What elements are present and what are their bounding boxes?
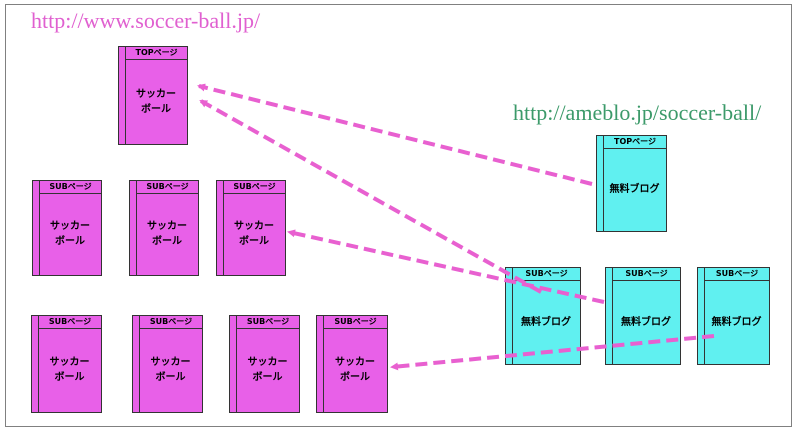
page-header: SUBページ: [136, 181, 198, 194]
page-body: サッカー ボール: [150, 357, 191, 383]
site-url-label: http://www.soccer-ball.jp/: [31, 8, 261, 33]
blog-sub-page: SUBページ 無料ブログ: [605, 267, 681, 365]
page-body: サッカー ボール: [49, 357, 90, 383]
site-sub-page: SUBページ サッカー ボール: [31, 315, 102, 413]
page-body: 無料ブログ: [609, 184, 660, 195]
page-header: SUBページ: [612, 268, 680, 281]
blog-top-page: TOPページ 無料ブログ: [596, 135, 667, 232]
blog-url-label: http://ameblo.jp/soccer-ball/: [513, 100, 762, 125]
page-header: TOPページ: [603, 136, 666, 149]
site-top-page: TOPページ サッカー ボール: [118, 46, 188, 145]
diagram-frame: [5, 4, 792, 427]
arrow-blog-top-to-site-top: [197, 83, 593, 186]
page-header: SUBページ: [704, 268, 769, 281]
site-sub-page: SUBページ サッカー ボール: [216, 180, 286, 276]
page-body: サッカー ボール: [335, 357, 375, 383]
site-sub-page: SUBページ サッカー ボール: [132, 315, 203, 413]
page-header: TOPページ: [125, 47, 187, 60]
page-body: 無料ブログ: [711, 316, 762, 328]
page-body: サッカー ボール: [50, 221, 90, 247]
page-header: SUBページ: [38, 316, 101, 329]
page-header: SUBページ: [236, 316, 299, 329]
arrow-blog-sub-to-site-top: [199, 99, 542, 294]
page-body: 無料ブログ: [521, 316, 571, 328]
page-body: サッカー ボール: [234, 221, 274, 247]
site-sub-page: SUBページ サッカー ボール: [229, 315, 300, 413]
blog-sub-page: SUBページ 無料ブログ: [697, 267, 770, 365]
page-header: SUBページ: [139, 316, 202, 329]
page-body: サッカー ボール: [136, 88, 176, 115]
page-header: SUBページ: [512, 268, 580, 281]
page-header: SUBページ: [223, 181, 285, 194]
page-header: SUBページ: [323, 316, 387, 329]
site-sub-page: SUBページ サッカー ボール: [129, 180, 199, 276]
arrow-blog-sub-to-site-sub: [287, 229, 605, 304]
site-sub-page: SUBページ サッカー ボール: [316, 315, 388, 413]
page-body: 無料ブログ: [621, 316, 671, 328]
arrow-blog-sub-to-site-sub-bottom: [390, 334, 715, 371]
page-body: サッカー ボール: [147, 221, 187, 247]
page-body: サッカー ボール: [247, 357, 288, 383]
page-header: SUBページ: [39, 181, 101, 194]
site-sub-page: SUBページ サッカー ボール: [32, 180, 102, 276]
